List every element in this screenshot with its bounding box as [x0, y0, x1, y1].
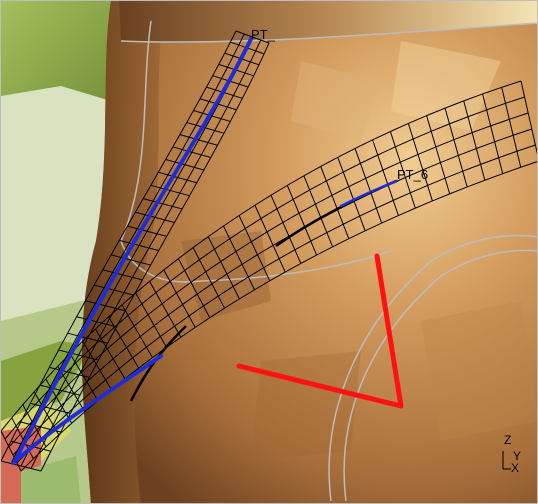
- point-label-mid: PT_6: [397, 167, 428, 182]
- axis-y-label: Y: [513, 449, 521, 463]
- red-marker[interactable]: [236, 253, 404, 409]
- axis-triad: Z Y X: [502, 433, 521, 475]
- point-labels: PT_ PT_6: [251, 27, 428, 182]
- axis-z-label: Z: [504, 433, 511, 447]
- body-surface[interactable]: [81, 1, 538, 504]
- blue-curves[interactable]: [11, 37, 399, 465]
- point-label-top: PT_: [251, 27, 276, 42]
- grey-reference-curves: [120, 20, 537, 502]
- axis-x-label: X: [511, 461, 519, 475]
